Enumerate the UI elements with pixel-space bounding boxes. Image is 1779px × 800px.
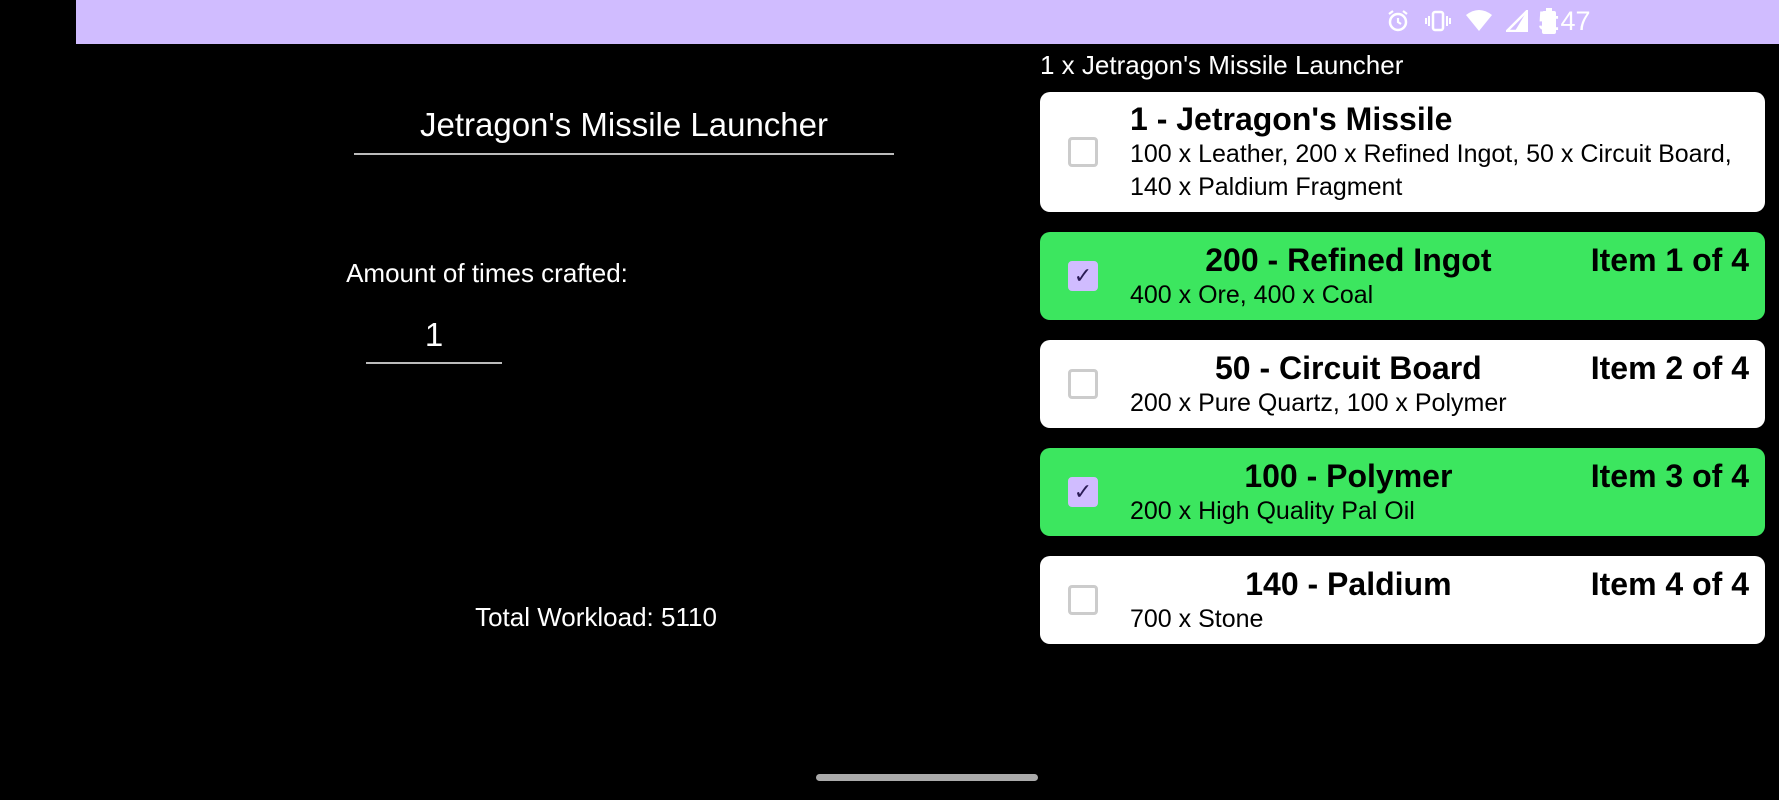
- item-title: 140 - Paldium: [1245, 565, 1452, 602]
- checkbox[interactable]: [1068, 369, 1098, 399]
- amount-label: Amount of times crafted:: [346, 258, 628, 288]
- list-item[interactable]: ✓ 200 - Refined Ingot Item 1 of 4 400 x O…: [1040, 232, 1765, 320]
- recipe-list: 1 - Jetragon's Missile 100 x Leather, 20…: [1040, 92, 1765, 644]
- wifi-icon: [1466, 10, 1492, 31]
- list-item[interactable]: ✓ 100 - Polymer Item 3 of 4 200 x High Qu…: [1040, 448, 1765, 536]
- checkbox[interactable]: [1068, 137, 1098, 167]
- checkbox[interactable]: [1068, 585, 1098, 615]
- alarm-icon: [1388, 10, 1408, 32]
- status-bar: 5:47: [76, 0, 1779, 44]
- item-ingredients: 700 x Stone: [1130, 604, 1264, 633]
- item-title: 200 - Refined Ingot: [1205, 241, 1492, 278]
- item-counter: Item 2 of 4: [1590, 349, 1749, 386]
- check-icon: ✓: [1073, 263, 1093, 288]
- battery-icon: [1542, 8, 1556, 34]
- item-title: 1 - Jetragon's Missile: [1130, 101, 1453, 137]
- check-icon: ✓: [1073, 479, 1093, 504]
- item-counter: Item 3 of 4: [1590, 457, 1749, 494]
- total-workload: Total Workload: 5110: [475, 602, 717, 632]
- checkbox-checked[interactable]: ✓: [1068, 477, 1098, 507]
- recipe-header: 1 x Jetragon's Missile Launcher: [1040, 50, 1404, 80]
- item-title: 50 - Circuit Board: [1215, 349, 1482, 386]
- recipe-name-input[interactable]: Jetragon's Missile Launcher: [354, 106, 894, 155]
- vibrate-icon: [1425, 10, 1451, 32]
- gesture-nav-handle[interactable]: [816, 774, 1038, 781]
- list-item[interactable]: 140 - Paldium Item 4 of 4 700 x Stone: [1040, 556, 1765, 644]
- checkbox-checked[interactable]: ✓: [1068, 261, 1098, 291]
- item-ingredients: 200 x Pure Quartz, 100 x Polymer: [1130, 388, 1507, 417]
- item-ingredients: 100 x Leather, 200 x Refined Ingot, 50 x…: [1130, 140, 1732, 201]
- amount-input[interactable]: 1: [366, 316, 502, 364]
- signal-icon: [1506, 10, 1528, 32]
- item-ingredients: 400 x Ore, 400 x Coal: [1130, 280, 1374, 309]
- clock: 5:47: [1538, 6, 1591, 36]
- item-ingredients: 200 x High Quality Pal Oil: [1130, 496, 1415, 525]
- list-item[interactable]: 50 - Circuit Board Item 2 of 4 200 x Pure…: [1040, 340, 1765, 428]
- item-counter: Item 1 of 4: [1590, 241, 1749, 278]
- list-item[interactable]: 1 - Jetragon's Missile 100 x Leather, 20…: [1040, 92, 1765, 212]
- item-title: 100 - Polymer: [1244, 457, 1453, 494]
- item-counter: Item 4 of 4: [1590, 565, 1749, 602]
